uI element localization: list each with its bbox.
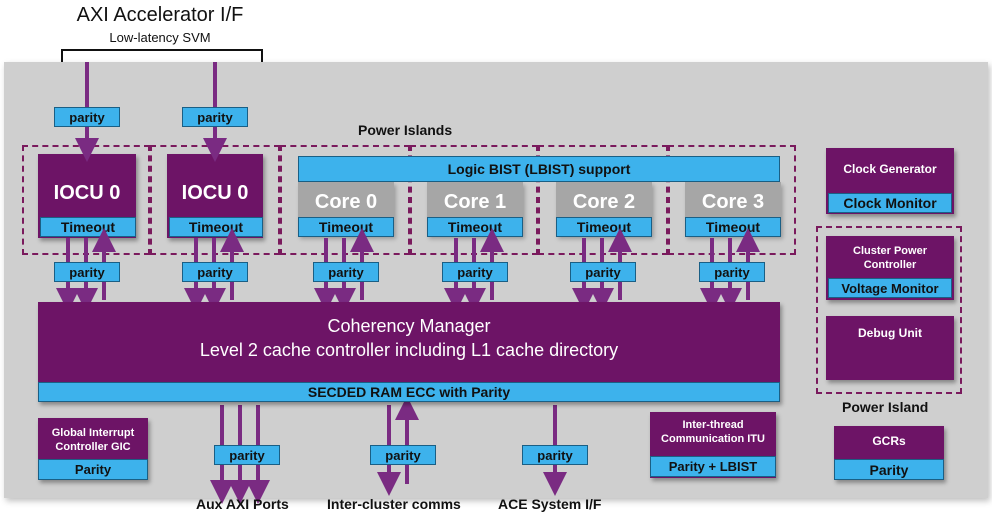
header-subtitle: Low-latency SVM [109,30,211,45]
axi-arrow-1 [213,62,217,147]
coherency-line2: Level 2 cache controller including L1 ca… [199,340,619,360]
inter-parity: parity [370,445,436,465]
core-2-label: Core 2 [572,190,636,213]
power-islands-label: Power Islands [358,122,453,138]
header-title: AXI Accelerator I/F [76,4,244,26]
cpc-title: Cluster Power Controller [853,245,927,271]
core-1-label: Core 1 [443,190,507,213]
itu-parity-lbist: Parity + LBIST [650,456,776,477]
iocu0-parity-bottom: parity [54,262,120,282]
core-0-timeout: Timeout [298,217,394,237]
lbist-bar: Logic BIST (LBIST) support [298,156,780,182]
debug-unit-title: Debug Unit [858,326,922,340]
iocu-1-label: IOCU 0 [181,181,249,204]
clock-generator-title: Clock Generator [843,162,937,176]
core-1-timeout: Timeout [427,217,523,237]
aux-parity: parity [214,445,280,465]
iocu-0-timeout: Timeout [40,217,136,237]
core1-parity: parity [442,262,508,282]
debug-unit-block: Debug Unit [826,316,954,380]
ecc-bar: SECDED RAM ECC with Parity [38,382,780,402]
iocu0-parity-top: parity [54,107,120,127]
core-0-label: Core 0 [314,190,378,213]
clock-monitor: Clock Monitor [828,193,952,213]
core2-parity: parity [570,262,636,282]
voltage-monitor: Voltage Monitor [828,278,952,298]
power-island-core3 [668,145,796,255]
core-3-label: Core 3 [701,190,765,213]
axi-arrow-0 [85,62,89,147]
aux-axi-label: Aux AXI Ports [196,496,289,512]
gcrs-parity: Parity [834,459,944,480]
core0-parity: parity [313,262,379,282]
gcrs-title: GCRs [872,434,906,448]
iocu-1-timeout: Timeout [169,217,263,237]
iocu1-parity-bottom: parity [182,262,248,282]
power-island-label: Power Island [842,399,929,415]
ace-system-label: ACE System I/F [498,496,602,512]
core-2-timeout: Timeout [556,217,652,237]
iocu1-parity-top: parity [182,107,248,127]
iocu-0-label: IOCU 0 [53,181,121,204]
ace-parity: parity [522,445,588,465]
gic-title: Global Interrupt Controller GIC [51,427,135,453]
itu-title: Inter-thread Communication ITU [661,419,765,445]
coherency-line1: Coherency Manager [327,316,491,336]
core3-parity: parity [699,262,765,282]
power-island-right [816,226,962,394]
gic-parity: Parity [38,459,148,480]
inter-cluster-label: Inter-cluster comms [327,496,461,512]
core-3-timeout: Timeout [685,217,781,237]
